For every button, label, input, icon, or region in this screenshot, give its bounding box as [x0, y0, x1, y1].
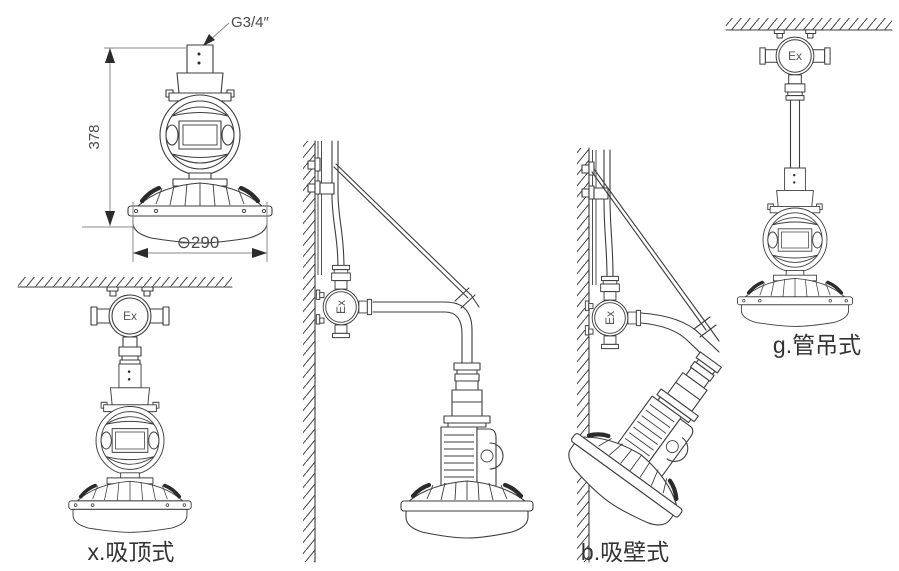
ceiling-mount-view: Ex x.吸顶式: [17, 277, 233, 565]
ceiling-mount-label: x.吸顶式: [88, 539, 175, 565]
anchor-plate: [588, 185, 595, 200]
arrow-up: [105, 48, 115, 63]
arrow-right: [252, 248, 267, 258]
ex-marking: Ex: [788, 49, 802, 63]
pipe-union: [453, 362, 481, 382]
ex-marking: Ex: [334, 300, 348, 314]
diagonal-brace: [333, 163, 472, 299]
brace-clamp: [693, 316, 720, 342]
lamp-front-view: [67, 362, 193, 535]
diagonal-brace: [591, 168, 710, 331]
dimensioned-front-view: 378 G3/4″ ⊖290: [82, 14, 272, 262]
anchor-plate: [314, 157, 321, 172]
wall-mount-tilted-view: Ex b.吸壁式: [555, 147, 765, 565]
lamp-front-view: [128, 45, 272, 243]
anchor-bolt: [307, 183, 316, 193]
pipe-clamp: [319, 182, 335, 195]
arrow-down: [105, 211, 115, 226]
anchor-bolt: [581, 164, 590, 174]
leader-arrow: [203, 34, 215, 46]
ex-junction-box: [90, 286, 170, 366]
pipe-mount-view: Ex g.管吊式: [725, 18, 893, 358]
ex-junction-box: [759, 29, 831, 101]
wall-hatch: [577, 148, 589, 562]
ex-marking: Ex: [123, 309, 137, 323]
arrow-left: [133, 248, 148, 258]
wall-hatch: [303, 141, 315, 562]
diameter-dimension-label: ⊖290: [177, 233, 220, 252]
pipe-mount-label: g.管吊式: [773, 332, 861, 358]
lamp-front-view: [735, 166, 855, 329]
lamp-side-view: [401, 381, 533, 538]
anchor-plate: [314, 180, 321, 195]
ceiling-hatch: [18, 277, 232, 287]
thread-size-label: G3/4″: [231, 14, 270, 31]
height-dimension-label: 378: [86, 124, 103, 149]
elbow-pipe: [372, 301, 473, 364]
anchor-bolt: [581, 188, 590, 198]
ceiling-hatch: [726, 18, 892, 30]
ex-marking: Ex: [603, 311, 617, 325]
down-pipe: [331, 140, 345, 271]
anchor-bolt: [307, 160, 316, 170]
wall-mount-label: b.吸壁式: [581, 539, 669, 565]
down-pipe: [603, 149, 614, 278]
brace-clamp: [454, 287, 480, 309]
wall-mount-elbow-view: Ex: [303, 140, 533, 563]
pipe-clamp: [593, 187, 609, 200]
suspension-pipe: [789, 99, 801, 171]
